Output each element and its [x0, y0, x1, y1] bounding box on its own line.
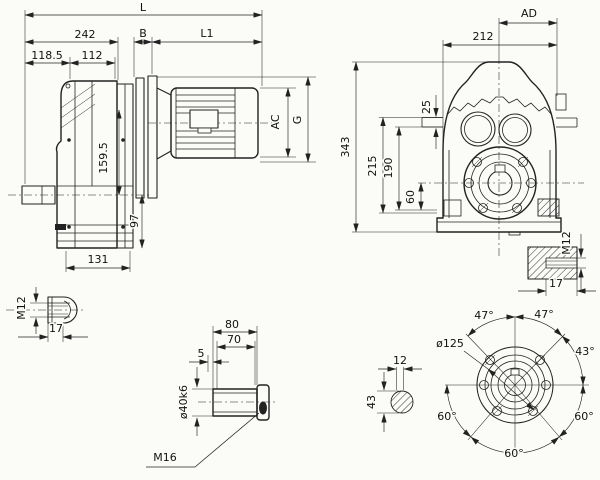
dim-label-112: 112 [82, 49, 103, 62]
shaft-end-cap [256, 384, 270, 421]
bolt-dot [121, 225, 125, 229]
side-lug [555, 93, 567, 111]
key-section-detail: 12 43 [364, 353, 422, 432]
dim-label-25: 25 [420, 100, 433, 114]
thread-detail: M12 17 [518, 230, 596, 296]
bolt-circle-detail: ø125 47° 47° 43° 60° 60° 60° [435, 307, 597, 462]
center-hole [259, 401, 267, 415]
section-block [527, 246, 578, 280]
front-view: AD 212 343 215 190 60 25 [338, 6, 584, 256]
keyway [510, 368, 520, 376]
dim-label-M16: M16 [153, 451, 177, 464]
dim-label-343: 343 [339, 137, 352, 158]
side-view-geometry [8, 75, 272, 249]
terminal-box-tab [197, 127, 212, 134]
dim-label-17-right: 17 [549, 277, 563, 290]
angle-label-60-right: 60° [574, 410, 594, 423]
front-view-geometry [418, 18, 584, 256]
flange-outer-circle [476, 346, 554, 424]
foot-lug-left [443, 199, 462, 217]
output-flange [463, 146, 537, 220]
output-shaft [21, 185, 56, 205]
dim-label-B: B [139, 27, 147, 40]
base-block [55, 224, 66, 230]
dim-label-159-5: 159.5 [97, 142, 110, 174]
input-bore-left [460, 111, 496, 147]
dim-label-M12-left: M12 [15, 296, 28, 320]
base-tab [508, 231, 521, 236]
lug-detail: M12 17 [6, 287, 88, 342]
side-view: L 242 B L1 118.5 112 159.5 97 131 AC G [8, 0, 316, 272]
dim-label-43: 43 [365, 395, 378, 409]
dim-label-L: L [140, 1, 147, 14]
angle-label-43: 43° [575, 345, 595, 358]
dim-label-131: 131 [88, 253, 109, 266]
plug-mark [65, 83, 71, 89]
gearbox-outline [55, 80, 118, 249]
dim-label-242: 242 [75, 28, 96, 41]
bolt-dot [67, 225, 71, 229]
dim-label-70: 70 [227, 333, 241, 346]
pin-section [390, 390, 414, 414]
dim-label-d125: ø125 [436, 337, 464, 350]
terminal-box [189, 109, 219, 129]
side-view-dimensions: L 242 B L1 118.5 112 159.5 97 131 AC G [24, 0, 316, 272]
dim-label-G: G [291, 116, 304, 125]
housing-base [436, 217, 562, 233]
input-bore-right [498, 113, 532, 147]
dim-label-97: 97 [128, 214, 141, 228]
angle-label-60-bottom: 60° [504, 447, 524, 460]
motor-body [170, 87, 259, 159]
dim-label-17-left: 17 [49, 322, 63, 335]
dim-label-AC: AC [269, 114, 282, 129]
dim-label-190: 190 [382, 158, 395, 179]
foot-lug-right-section [537, 198, 560, 217]
lug-outline [47, 296, 78, 324]
dim-label-AD: AD [521, 7, 537, 20]
dim-label-M12-right: M12 [560, 231, 573, 255]
housing-outline [442, 61, 557, 219]
keyway [494, 164, 506, 173]
dim-label-215: 215 [366, 156, 379, 177]
shaft-detail: 80 70 5 ø40k6 M16 [146, 317, 278, 468]
bolt-dot [67, 138, 71, 142]
dim-label-d40k6: ø40k6 [177, 385, 190, 419]
dim-label-212: 212 [473, 30, 494, 43]
dim-label-118-5: 118.5 [31, 49, 63, 62]
front-view-dimensions: AD 212 343 215 190 60 25 [338, 6, 558, 233]
motor-fins [176, 94, 235, 150]
rib-scallop-band [446, 96, 553, 116]
angle-label-47-left: 47° [474, 309, 494, 322]
bolt-dot [121, 138, 125, 142]
dim-label-80: 80 [225, 318, 239, 331]
flange-bolt-holes [464, 156, 536, 214]
dim-label-60: 60 [404, 190, 417, 204]
angle-label-60-left: 60° [437, 410, 457, 423]
dim-label-L1: L1 [200, 27, 213, 40]
angle-label-47-right: 47° [534, 308, 554, 321]
dim-label-12: 12 [393, 354, 407, 367]
dim-label-5: 5 [198, 347, 205, 360]
